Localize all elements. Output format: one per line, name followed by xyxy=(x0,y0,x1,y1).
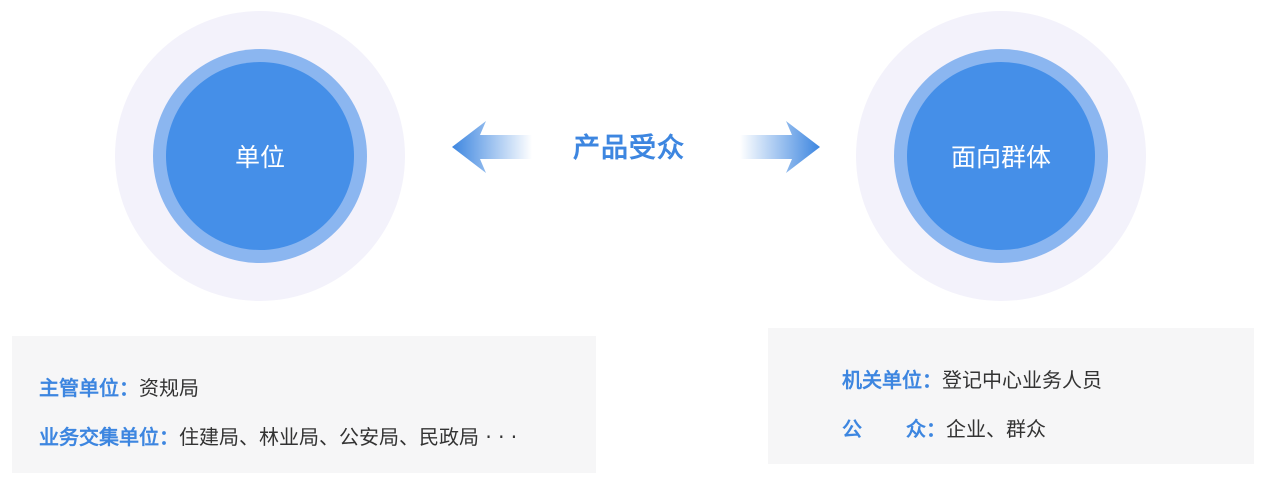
right-node-label: 面向群体 xyxy=(950,143,1051,172)
right-info-row-1: 机关单位：登记中心业务人员 xyxy=(842,364,1102,393)
right-info-row-2-key-a: 公 xyxy=(842,417,862,441)
right-info-row-2-key-b: 众： xyxy=(906,417,946,441)
left-info-row-2-key: 业务交集单位： xyxy=(39,425,179,449)
right-info-row-1-key: 机关单位： xyxy=(842,368,942,392)
left-info-row-2-value: 住建局、林业局、公安局、民政局 · · · xyxy=(179,425,518,449)
right-info-row-1-value: 登记中心业务人员 xyxy=(942,368,1102,392)
left-info-box: 主管单位：资规局 业务交集单位：住建局、林业局、公安局、民政局 · · · xyxy=(12,336,596,473)
left-info-row-2: 业务交集单位：住建局、林业局、公安局、民政局 · · · xyxy=(39,421,517,450)
right-info-row-2-value: 企业、群众 xyxy=(946,417,1046,441)
left-info-row-1: 主管单位：资规局 xyxy=(39,372,199,401)
right-info-box: 机关单位：登记中心业务人员 公 众：企业、群众 xyxy=(768,328,1254,464)
arrow-right-icon xyxy=(740,121,820,173)
right-info-row-2: 公 众：企业、群众 xyxy=(842,413,1046,442)
arrow-left-icon xyxy=(452,121,532,173)
left-info-row-1-value: 资规局 xyxy=(139,376,199,400)
left-node: 单位 xyxy=(166,62,354,250)
left-node-label: 单位 xyxy=(234,143,285,172)
center-label: 产品受众 xyxy=(573,133,685,164)
left-info-row-1-key: 主管单位： xyxy=(39,376,139,400)
right-node: 面向群体 xyxy=(907,62,1095,250)
